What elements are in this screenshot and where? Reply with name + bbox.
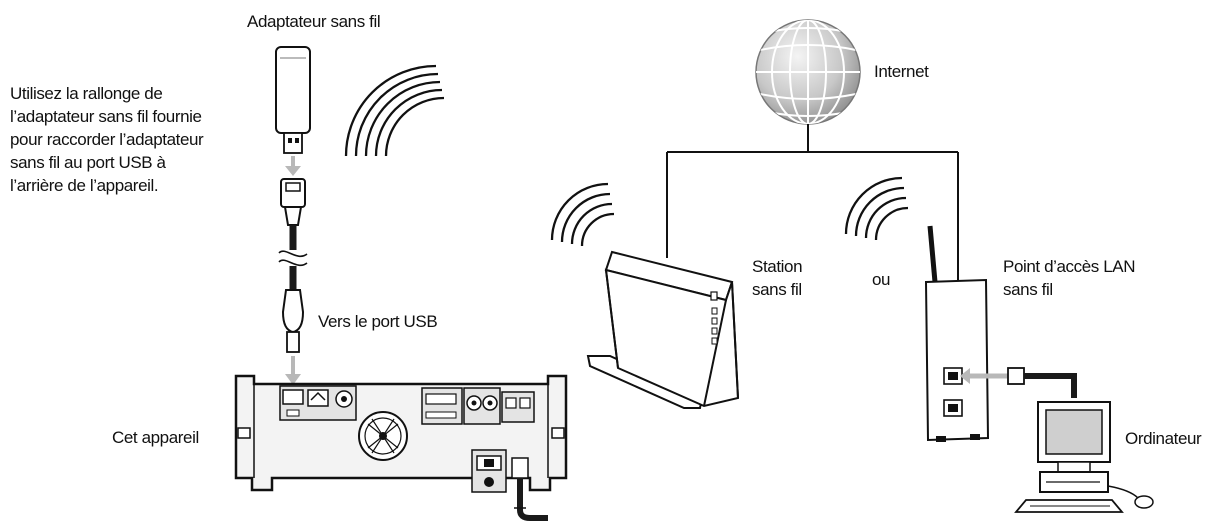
internet-label: Internet [874,62,929,81]
lan-cable-icon [960,367,1077,398]
wireless-station-icon [586,250,740,409]
usb-port-arrow [285,356,301,385]
instruction-text: Utilisez la rallonge de l’adaptateur san… [10,84,204,195]
device-label: Cet appareil [112,428,199,447]
wireless-station-label: Station sans fil [752,257,803,299]
usb-port-label: Vers le port USB [318,312,438,331]
computer-label: Ordinateur [1125,429,1202,448]
connection-arrow [285,156,301,176]
network-cable-lines [666,124,959,280]
lan-access-point-icon [924,225,990,442]
usb-extension-cable-icon [278,178,308,353]
internet-globe-icon [755,19,861,125]
access-point-wireless-waves-icon [844,176,909,241]
or-label: ou [872,270,891,289]
adapter-wireless-waves-icon [344,64,445,157]
device-rear-icon [234,374,568,521]
access-point-label: Point d’accès LAN sans fil [1003,257,1136,299]
computer-icon [1014,401,1154,513]
wireless-adapter-icon [275,46,311,154]
station-wireless-waves-icon [550,182,615,247]
adapter-label: Adaptateur sans fil [247,12,381,31]
